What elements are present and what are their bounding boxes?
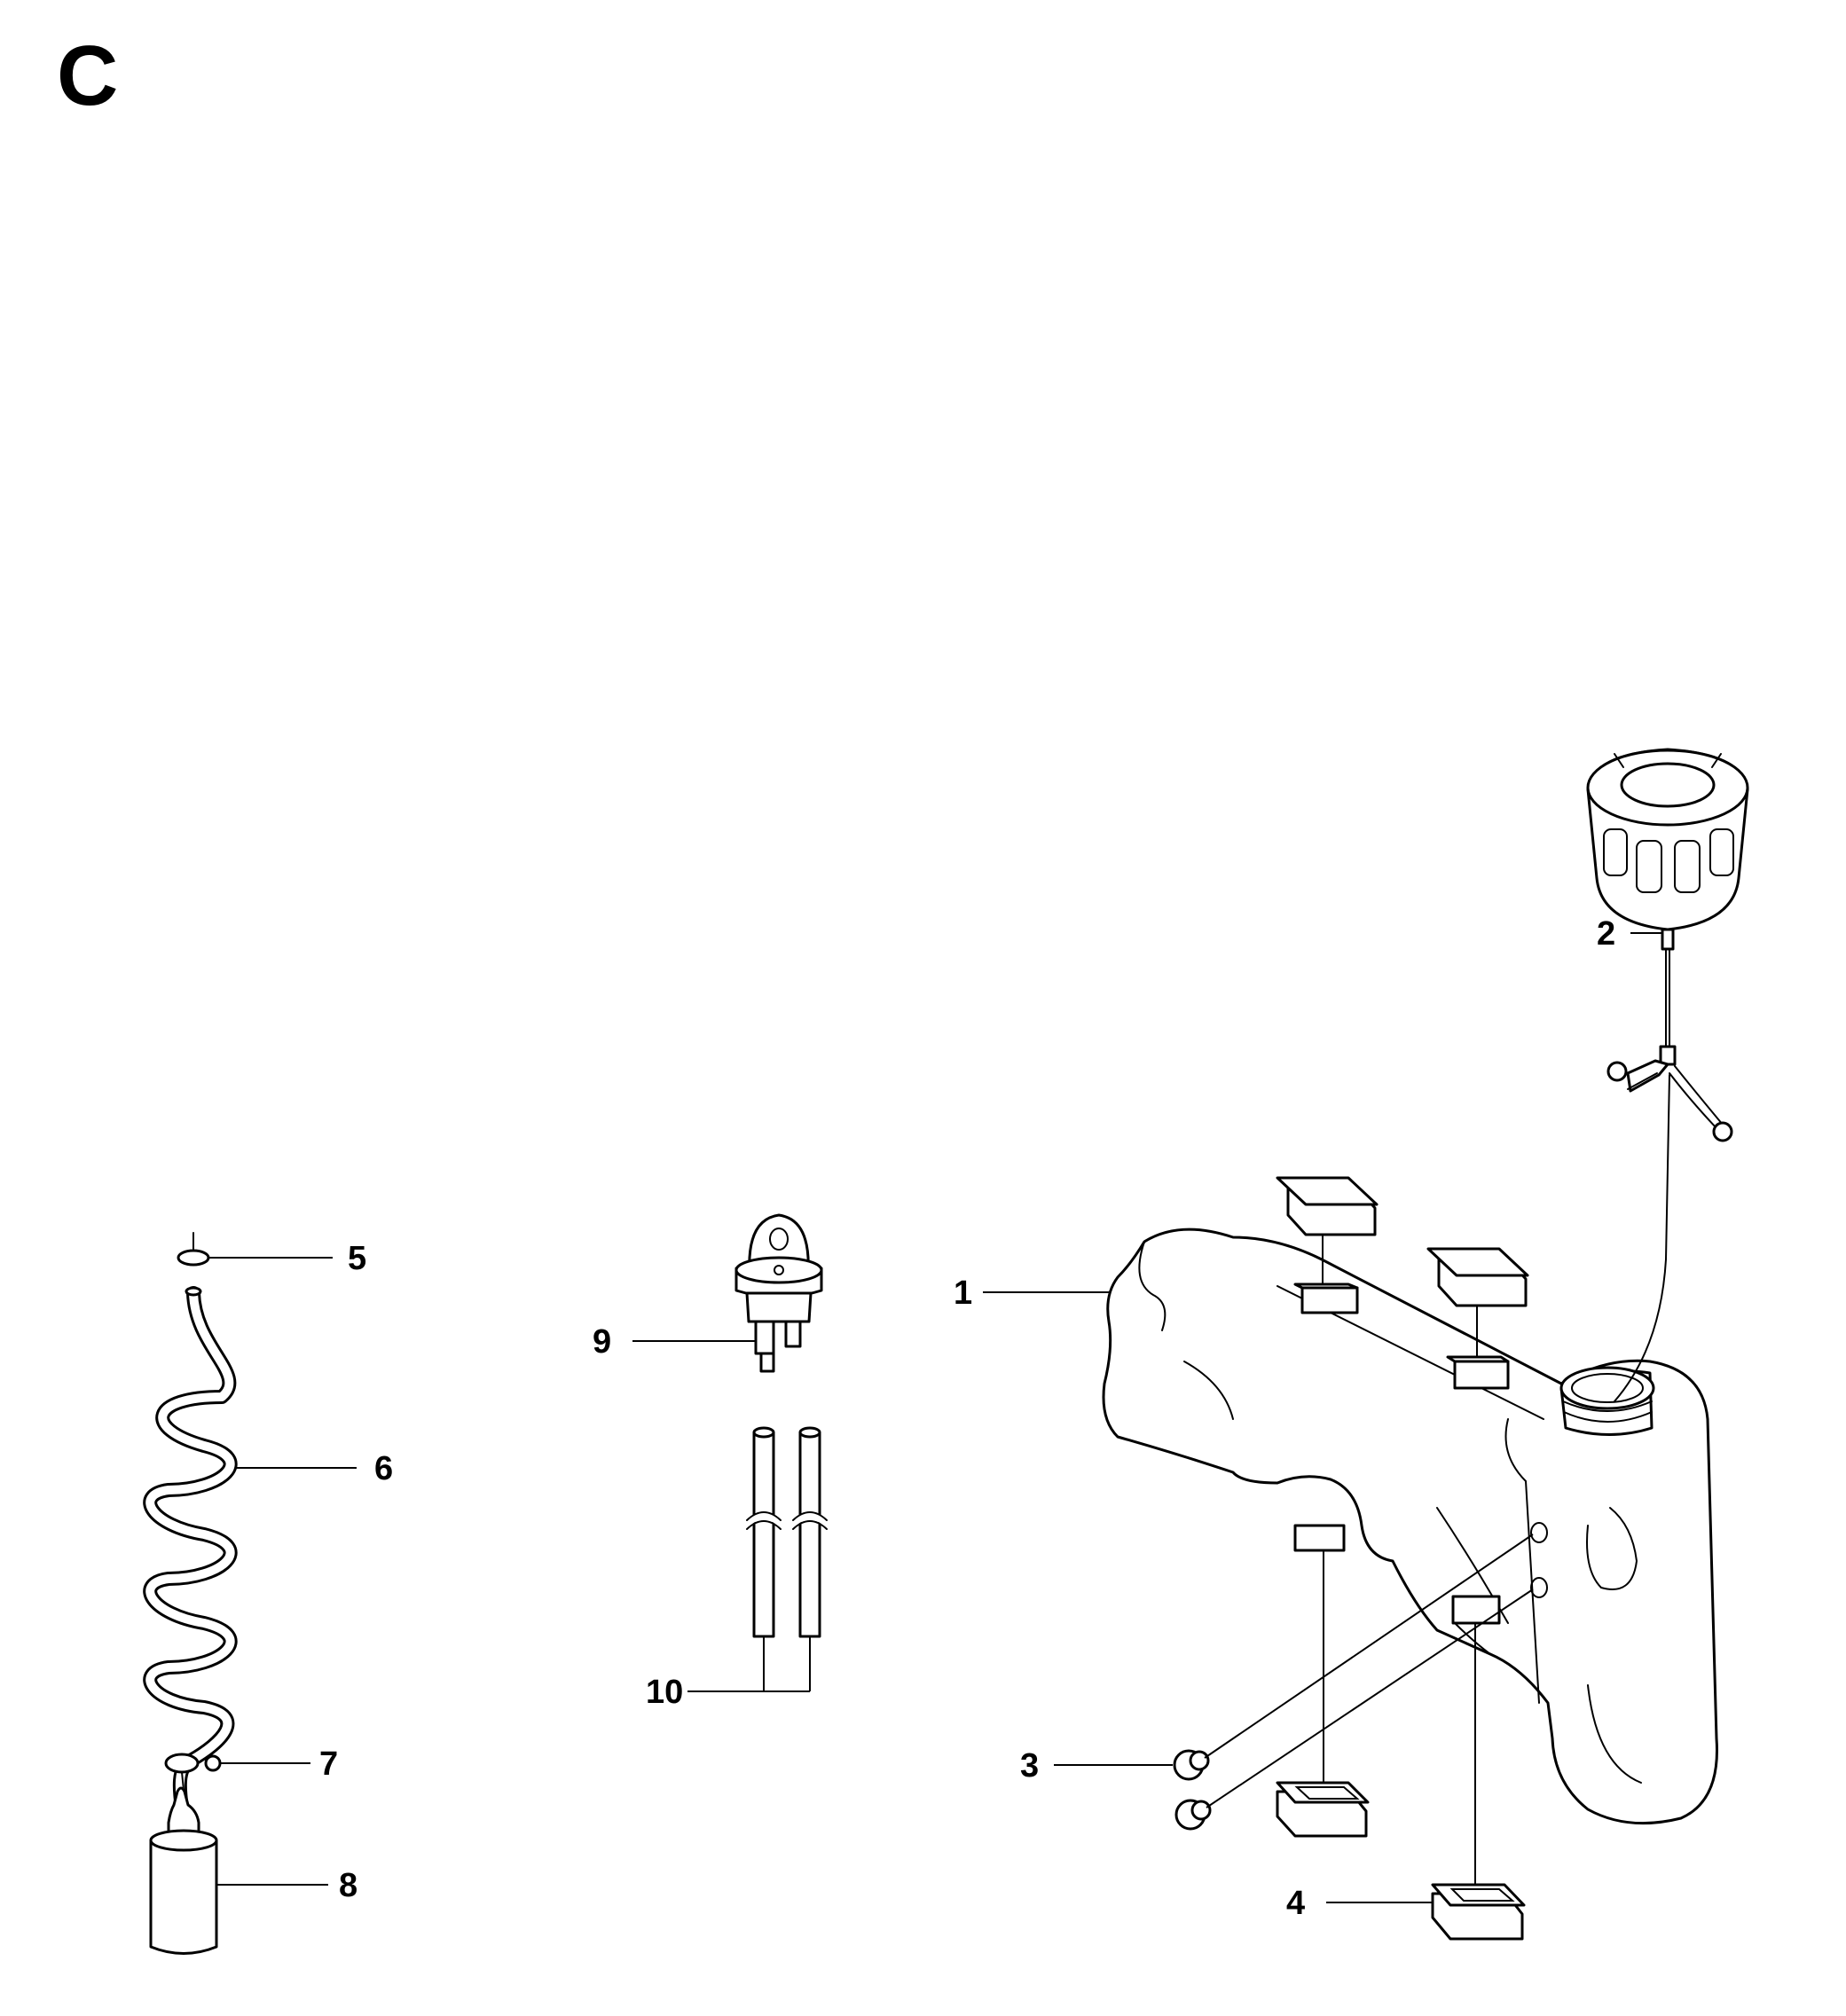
callout-6: 6 xyxy=(374,1450,393,1487)
callout-3: 3 xyxy=(1020,1747,1039,1785)
callout-7: 7 xyxy=(319,1745,338,1783)
callout-4: 4 xyxy=(1286,1885,1305,1922)
part-10-fuel-lines: 10 xyxy=(646,1426,830,1711)
callout-2: 2 xyxy=(1597,915,1615,953)
part-9-primer-bulb: 9 xyxy=(593,1213,823,1373)
part-3-grommets: 3 xyxy=(1020,1534,1534,1831)
part-2-fuel-cap: 2 xyxy=(1586,748,1749,1402)
callout-1: 1 xyxy=(954,1275,972,1312)
part-5-o-ring: 5 xyxy=(177,1232,366,1277)
callout-9: 9 xyxy=(593,1323,611,1361)
callout-5: 5 xyxy=(348,1240,366,1277)
section-letter: C xyxy=(57,28,118,123)
callout-10: 10 xyxy=(646,1674,683,1711)
part-7-hose-clip: 7 xyxy=(164,1745,338,1791)
part-8-fuel-filter: 8 xyxy=(149,1786,357,1955)
part-6-fuel-hose: 6 xyxy=(143,1286,393,1839)
callout-8: 8 xyxy=(339,1867,357,1904)
part-4-cushions: 4 xyxy=(1276,1176,1529,1941)
part-1-fuel-tank: 1 xyxy=(954,1228,1718,1825)
